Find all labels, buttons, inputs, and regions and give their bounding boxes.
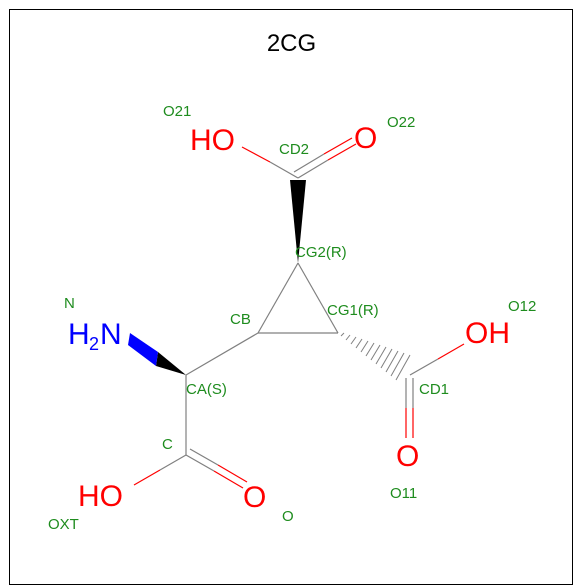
atom-label-o22: O22	[387, 114, 415, 131]
bond-cd2-o22-a-red	[327, 143, 357, 161]
element-h-amine: H	[68, 318, 90, 351]
atom-label-oxt: OXT	[48, 516, 79, 533]
diagram-frame	[9, 9, 573, 585]
element-ho-top: HO	[190, 124, 235, 157]
bond-cd2-o22-b	[293, 153, 325, 173]
element-oh-right: OH	[465, 317, 510, 350]
bond-cd2-o21-red	[241, 146, 271, 163]
bond-c-oxt	[159, 454, 187, 471]
atom-label-o12: O12	[508, 298, 536, 315]
bond-c-o-a	[185, 454, 215, 472]
bond-c-o-b-red	[217, 464, 248, 483]
element-n-amine: N	[100, 318, 122, 351]
atom-label-cd1: CD1	[419, 381, 449, 398]
bond-c-oxt-red	[133, 469, 161, 486]
bond-c-o-a-red	[213, 470, 244, 489]
bond-cd2-o22-a	[297, 159, 329, 179]
atom-label-n: N	[64, 295, 75, 312]
atom-label-cg1: CG1(R)	[327, 302, 379, 319]
element-ho-bottom: HO	[78, 480, 123, 513]
hash-bond-cg1-cd1	[340, 332, 411, 381]
atom-label-ca: CA(S)	[186, 381, 227, 398]
bond-cg2-cb	[257, 262, 299, 334]
atom-label-o21: O21	[163, 103, 191, 120]
atom-label-cb: CB	[230, 311, 251, 328]
wedge-bond-ca-n-blue	[128, 333, 158, 366]
bond-cd1-o12	[409, 358, 439, 376]
bond-cg2-cg1	[297, 262, 339, 334]
bond-layer	[133, 137, 465, 489]
wedge-bond-ca-n-black	[156, 352, 186, 375]
wedge-bond-cg2-cd2	[290, 180, 306, 263]
bond-cd2-o21	[269, 161, 299, 179]
atom-label-cg2: CG2(R)	[295, 244, 347, 261]
bond-cb-ca	[185, 332, 259, 376]
atom-label-o11: O11	[390, 485, 417, 502]
bond-c-o-b	[189, 448, 219, 466]
element-o-bottom: O	[243, 481, 266, 514]
diagram-title: 2CG	[266, 30, 317, 57]
atom-label-o: O	[282, 508, 294, 525]
bond-cd1-o12-red	[437, 343, 465, 360]
element-o-top: O	[354, 122, 377, 155]
atom-label-c: C	[162, 436, 173, 453]
bond-cd2-o22-b-red	[323, 137, 353, 155]
atom-label-cd2: CD2	[279, 141, 309, 158]
element-o-right: O	[396, 440, 419, 473]
element-amine-subscript: 2	[89, 334, 99, 354]
